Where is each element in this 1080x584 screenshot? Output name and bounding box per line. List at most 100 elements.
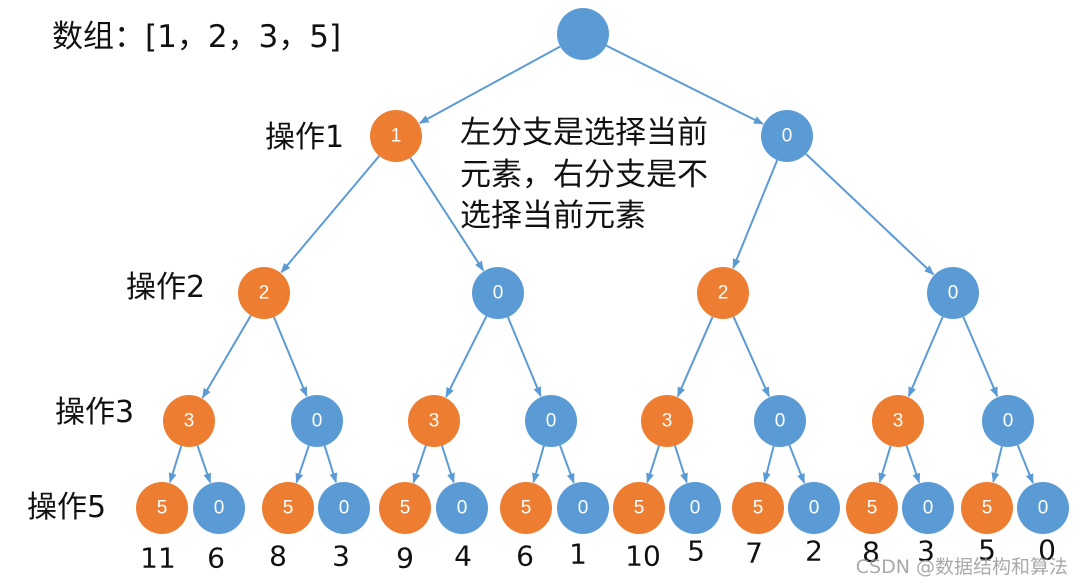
leaf-sum-1: 6: [207, 542, 225, 575]
node-value: 5: [982, 498, 993, 519]
node-value: 5: [400, 498, 411, 519]
tree-edge-left: [991, 446, 1003, 483]
tree-node-level1-1: 0: [761, 110, 813, 162]
node-value: 3: [893, 411, 904, 432]
node-value: 3: [184, 411, 195, 432]
tree-node-level4-0: 5: [136, 482, 188, 534]
node-value: 0: [578, 498, 589, 519]
tree-node-level2-2: 2: [697, 267, 749, 319]
level-label-2: 操作2: [126, 270, 205, 305]
node-value: 5: [867, 498, 878, 519]
tree-node-level4-4: 5: [379, 482, 431, 534]
node-value: 0: [1038, 498, 1049, 519]
selected-node-circle: [238, 267, 290, 319]
tree-node-level4-9: 0: [669, 482, 721, 534]
selected-node-circle: [846, 482, 898, 534]
node-value: 0: [312, 411, 323, 432]
node-value: 2: [259, 283, 270, 304]
unselected-node-circle: [193, 482, 245, 534]
tree-node-level2-1: 0: [472, 267, 524, 319]
tree-edge-left: [732, 159, 779, 269]
tree-edge-left: [412, 445, 427, 484]
unselected-node-circle: [1017, 482, 1069, 534]
tree-node-level4-14: 5: [961, 482, 1013, 534]
leaf-sum-6: 6: [516, 540, 534, 573]
tree-edge-right: [674, 445, 688, 484]
node-value: 1: [391, 126, 402, 147]
node-value: 0: [923, 498, 934, 519]
tree-edge-right: [732, 316, 770, 398]
selected-node-circle: [500, 482, 552, 534]
selected-node-circle: [872, 395, 924, 447]
selected-node-circle: [136, 482, 188, 534]
level-label-1: 操作1: [265, 120, 344, 155]
node-value: 0: [948, 283, 959, 304]
tree-edge-right: [559, 445, 575, 484]
tree-node-level3-7: 0: [982, 395, 1034, 447]
tree-node-level4-6: 5: [500, 482, 552, 534]
node-value: 5: [753, 498, 764, 519]
leaf-sum-14: 5: [978, 534, 996, 567]
level-label-3: 操作3: [55, 395, 134, 430]
tree-node-level3-3: 0: [525, 395, 577, 447]
tree-edge-right: [441, 445, 455, 484]
node-value: 2: [718, 283, 729, 304]
tree-node-level4-12: 5: [846, 482, 898, 534]
tree-edge-left: [532, 445, 545, 484]
note-line-1: 左分支是选择当前: [460, 115, 708, 151]
tree-edge-right: [196, 445, 212, 484]
node-value: 5: [157, 498, 168, 519]
level-label-4: 操作5: [27, 490, 106, 525]
tree-edge-right: [323, 445, 338, 484]
leaf-sum-7: 1: [569, 538, 587, 571]
leaf-sum-10: 7: [745, 537, 763, 570]
node-value: 0: [493, 283, 504, 304]
tree-edge-right: [272, 316, 308, 398]
unselected-node-circle: [754, 395, 806, 447]
unselected-node-circle: [557, 8, 609, 60]
node-value: 5: [521, 498, 532, 519]
tree-node-level4-13: 0: [902, 482, 954, 534]
selected-node-circle: [379, 482, 431, 534]
unselected-node-circle: [788, 482, 840, 534]
tree-edge-left: [762, 445, 775, 483]
tree-edge-right: [905, 445, 921, 484]
tree-edge-left: [201, 314, 252, 399]
tree-node-level4-7: 0: [557, 482, 609, 534]
node-value: 0: [690, 498, 701, 519]
watermark: CSDN @数据结构和算法: [856, 556, 1068, 578]
unselected-node-circle: [291, 395, 343, 447]
tree-edge-right: [962, 316, 999, 398]
note-line-2: 元素，右分支是不: [460, 157, 708, 193]
tree-node-level4-11: 0: [788, 482, 840, 534]
tree-edge-right: [788, 444, 806, 484]
tree-edge-left: [646, 445, 660, 484]
leaf-sum-4: 9: [396, 542, 414, 575]
unselected-node-circle: [927, 267, 979, 319]
tree-edge-right: [409, 157, 485, 272]
tree-node-level4-2: 5: [262, 482, 314, 534]
tree-edges: [168, 44, 1034, 484]
unselected-node-circle: [436, 482, 488, 534]
tree-node-level4-5: 0: [436, 482, 488, 534]
tree-edge-right: [805, 153, 935, 276]
note-line-3: 选择当前元素: [460, 198, 646, 234]
tree-node-root-0: [557, 8, 609, 60]
unselected-node-circle: [557, 482, 609, 534]
array-title: 数组：[1，2，3，5]: [52, 19, 341, 55]
tree-node-level3-6: 3: [872, 395, 924, 447]
tree-node-level3-1: 0: [291, 395, 343, 447]
unselected-node-circle: [761, 110, 813, 162]
unselected-node-circle: [318, 482, 370, 534]
unselected-node-circle: [525, 395, 577, 447]
tree-edge-left: [168, 445, 183, 484]
node-value: 0: [775, 411, 786, 432]
tree-edge-left: [907, 316, 944, 398]
node-value: 3: [429, 411, 440, 432]
tree-node-level2-0: 2: [238, 267, 290, 319]
tree-node-level3-2: 3: [408, 395, 460, 447]
selected-node-circle: [163, 395, 215, 447]
tree-node-level3-4: 3: [641, 395, 693, 447]
